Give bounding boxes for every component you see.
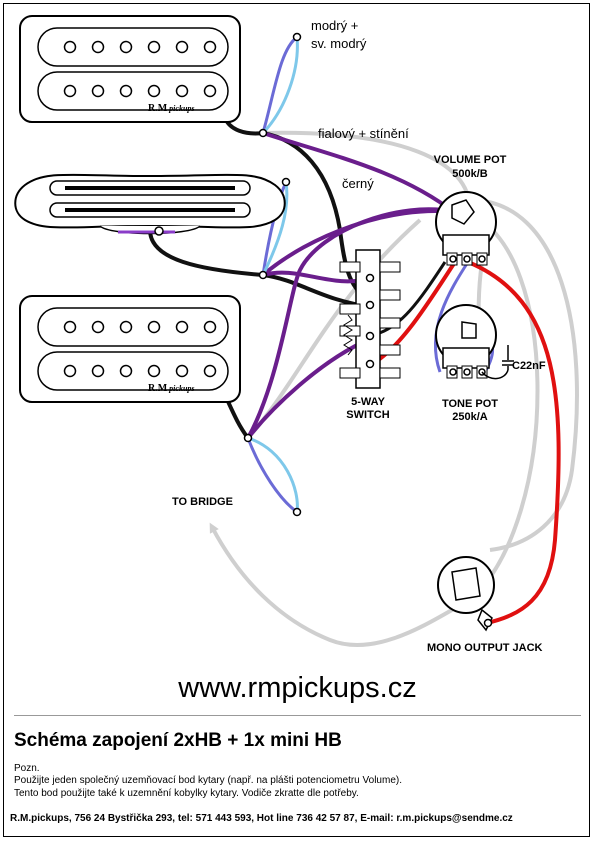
note-line-1: Použijte jeden společný uzemňovací bod k… <box>14 775 402 786</box>
tone-pot-label: TONE POT <box>441 398 499 410</box>
switch-label-line1: 5-WAY <box>351 396 385 408</box>
pole-piece <box>63 364 77 378</box>
pole-piece <box>203 364 217 378</box>
pole-piece <box>147 40 161 54</box>
pole-piece <box>63 40 77 54</box>
label-sv-modry: sv. modrý <box>311 36 367 51</box>
five-way-switch <box>339 249 401 389</box>
volume-pot-label: VOLUME POT <box>433 154 507 166</box>
pole-piece <box>91 40 105 54</box>
page-title: Schéma zapojení 2xHB + 1x mini HB <box>14 730 342 751</box>
pole-pieces <box>63 40 217 98</box>
to-bridge-label: TO BRIDGE <box>172 496 233 508</box>
output-jack-label: MONO OUTPUT JACK <box>427 642 543 654</box>
pole-piece <box>175 84 189 98</box>
pole-piece <box>63 320 77 334</box>
mini-humbucker <box>14 173 286 236</box>
volume-pot <box>435 191 497 266</box>
label-modry: modrý + <box>311 18 359 33</box>
separator-line <box>14 715 581 716</box>
solder-joints <box>243 32 302 517</box>
capacitor-label: C22nF <box>512 360 546 372</box>
website-url: www.rmpickups.cz <box>178 672 417 704</box>
pole-piece <box>203 84 217 98</box>
volume-pot-value: 500k/B <box>452 168 488 180</box>
pole-piece <box>119 364 133 378</box>
tone-pot-value: 250k/A <box>452 411 488 423</box>
pole-piece <box>63 84 77 98</box>
pole-piece <box>175 364 189 378</box>
diagram-frame <box>3 3 590 837</box>
capacitor <box>481 345 514 380</box>
note-heading: Pozn. <box>14 763 40 774</box>
pole-piece <box>203 40 217 54</box>
pole-piece <box>119 320 133 334</box>
pole-piece <box>203 320 217 334</box>
pole-piece <box>91 364 105 378</box>
pole-piece <box>147 364 161 378</box>
note-line-2: Tento bod použijte také k uzemnění kobyl… <box>14 788 359 799</box>
purple-wires <box>246 131 457 440</box>
label-fialovy: fialový + stínění <box>318 126 409 141</box>
pole-piece <box>119 84 133 98</box>
pole-piece <box>91 84 105 98</box>
pole-piece <box>147 84 161 98</box>
contact-info: R.M.pickups, 756 24 Bystřička 293, tel: … <box>10 813 513 824</box>
switch-label-line2: SWITCH <box>346 409 390 421</box>
pole-piece <box>91 320 105 334</box>
pole-piece <box>175 320 189 334</box>
pole-piece <box>147 320 161 334</box>
pole-piece <box>119 40 133 54</box>
output-jack <box>437 556 495 632</box>
pole-pieces <box>63 320 217 378</box>
pole-piece <box>175 40 189 54</box>
label-cerny: černý <box>342 176 374 191</box>
tone-pot <box>435 304 497 379</box>
